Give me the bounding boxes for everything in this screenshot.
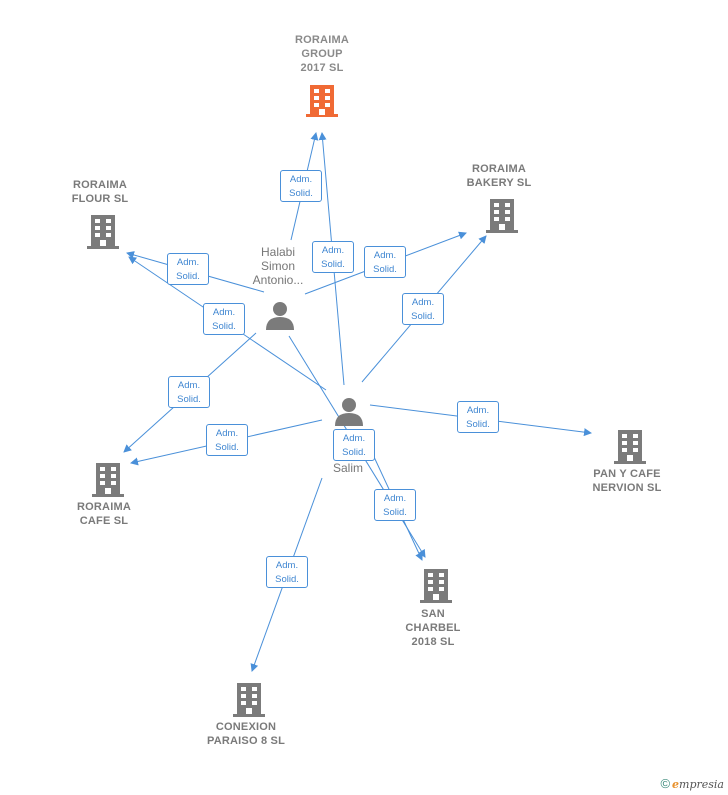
relation-badge: Adm. Solid.	[280, 170, 322, 202]
company-label-pan-y-cafe[interactable]: PAN Y CAFE NERVION SL	[592, 468, 662, 494]
relation-badge: Adm. Solid.	[312, 241, 354, 273]
company-label-roraima-group[interactable]: RORAIMA GROUP 2017 SL	[295, 34, 349, 74]
company-label-san-charbel[interactable]: SAN CHARBEL 2018 SL	[405, 608, 461, 648]
relation-badge: Adm. Solid.	[206, 424, 248, 456]
relation-badge: Adm. Solid.	[168, 376, 210, 408]
person-icon	[266, 302, 294, 330]
relation-badge: Adm. Solid.	[203, 303, 245, 335]
building-icon[interactable]	[614, 428, 646, 464]
relation-badge: Adm. Solid.	[457, 401, 499, 433]
relation-badge: Adm. Solid.	[402, 293, 444, 325]
relation-badge: Adm. Solid.	[266, 556, 308, 588]
building-icon	[306, 85, 338, 117]
brand-e: e	[672, 778, 680, 791]
company-label-roraima-bakery[interactable]: RORAIMA BAKERY SL	[466, 163, 532, 189]
relation-badge: Adm. Solid.	[364, 246, 406, 278]
copyright-symbol: ©	[660, 776, 671, 791]
company-label-roraima-cafe[interactable]: RORAIMA CAFE SL	[77, 501, 131, 527]
person-label-halabi[interactable]: Halabi Simon Antonio...	[252, 245, 304, 287]
person-icon	[335, 398, 363, 426]
relation-badge: Adm. Solid.	[333, 429, 375, 461]
building-icon[interactable]	[486, 197, 518, 233]
building-icon[interactable]	[233, 681, 265, 717]
building-icon[interactable]	[92, 461, 124, 497]
relation-badge: Adm. Solid.	[167, 253, 209, 285]
brand-name: mpresia	[679, 778, 724, 791]
company-label-roraima-flour[interactable]: RORAIMA FLOUR SL	[71, 179, 129, 205]
building-icon[interactable]	[420, 567, 452, 603]
relation-badge: Adm. Solid.	[374, 489, 416, 521]
company-label-conexion-paraiso[interactable]: CONEXION PARAISO 8 SL	[207, 721, 285, 747]
empresia-logo[interactable]: ©empresia	[660, 776, 724, 791]
building-icon[interactable]	[87, 213, 119, 249]
